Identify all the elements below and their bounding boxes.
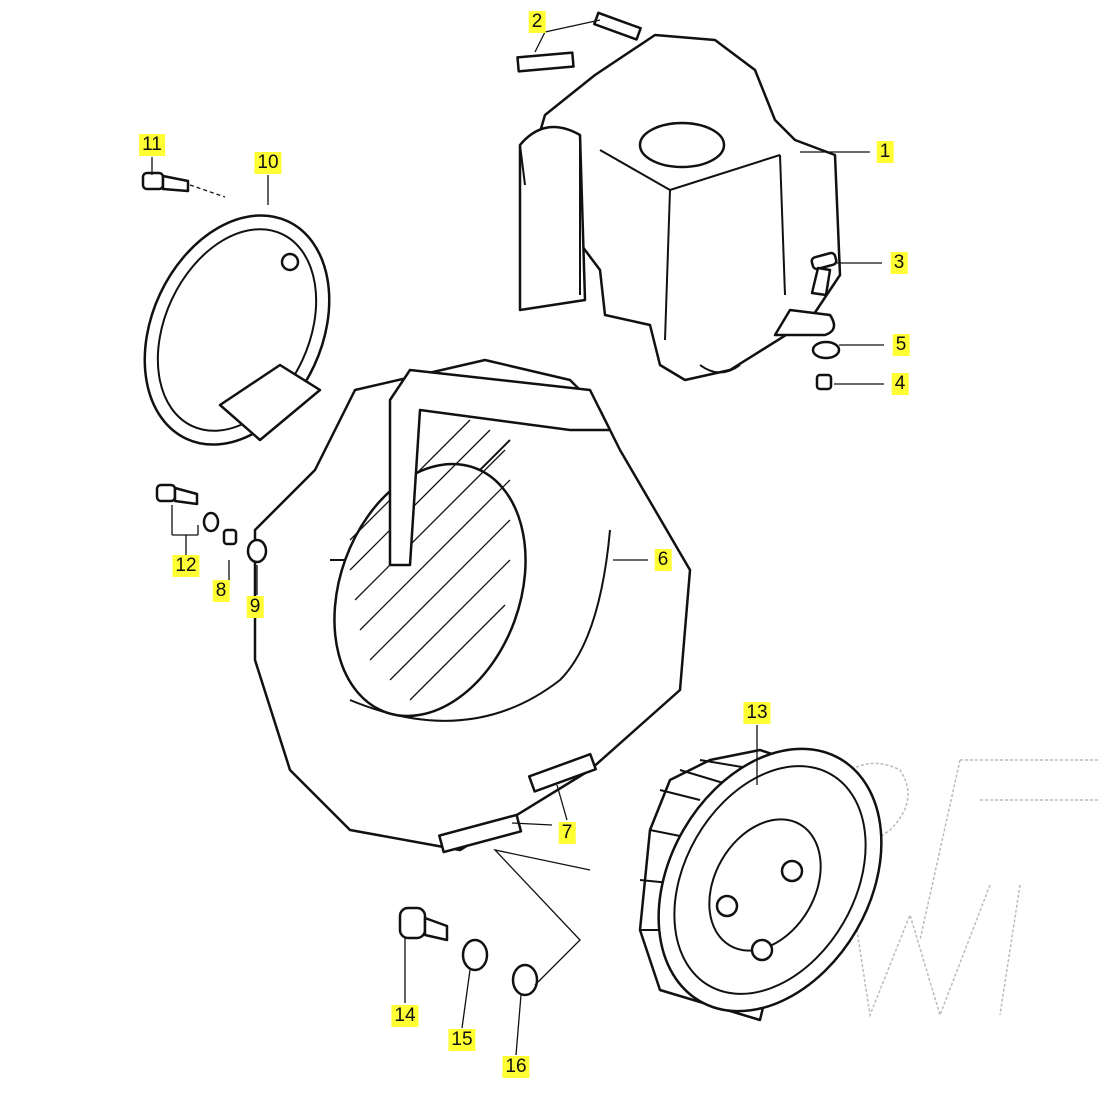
part-15-washer: [461, 938, 489, 972]
callout-10[interactable]: 10: [254, 152, 282, 174]
callout-14[interactable]: 14: [391, 1005, 419, 1027]
callout-12[interactable]: 12: [172, 555, 200, 577]
part-11-screw: [141, 171, 226, 198]
part-5-grommet: [811, 340, 841, 360]
part-6-fan-housing: [253, 358, 692, 852]
part-14-nut: [398, 906, 449, 942]
callout-4[interactable]: 4: [891, 373, 909, 395]
callout-5[interactable]: 5: [892, 334, 910, 356]
part-7-strip: [527, 752, 597, 793]
part-16-washer: [511, 963, 539, 997]
callout-11[interactable]: 11: [139, 134, 165, 156]
callout-16[interactable]: 16: [502, 1056, 530, 1078]
part-9-grommet: [246, 538, 268, 564]
callout-2[interactable]: 2: [528, 11, 546, 33]
part-10-ring: [143, 214, 331, 446]
callout-6[interactable]: 6: [654, 549, 672, 571]
part-4-sleeve: [815, 373, 833, 391]
part-2-strip: [593, 11, 642, 41]
part-12-bolt: [155, 483, 199, 506]
part-3-screw: [810, 251, 838, 297]
part-1-shroud: [518, 33, 842, 382]
part-8-sleeve: [222, 528, 238, 546]
part-13-flywheel: [638, 747, 883, 1022]
leader-lines: [151, 19, 884, 1056]
callout-3[interactable]: 3: [890, 252, 908, 274]
callout-1[interactable]: 1: [876, 141, 894, 163]
callout-15[interactable]: 15: [448, 1029, 476, 1051]
part-2-strip: [516, 51, 575, 73]
callout-7[interactable]: 7: [558, 822, 576, 844]
callout-9[interactable]: 9: [246, 596, 264, 618]
callout-13[interactable]: 13: [743, 702, 771, 724]
callout-8[interactable]: 8: [212, 580, 230, 602]
part-12-washer: [202, 511, 220, 533]
